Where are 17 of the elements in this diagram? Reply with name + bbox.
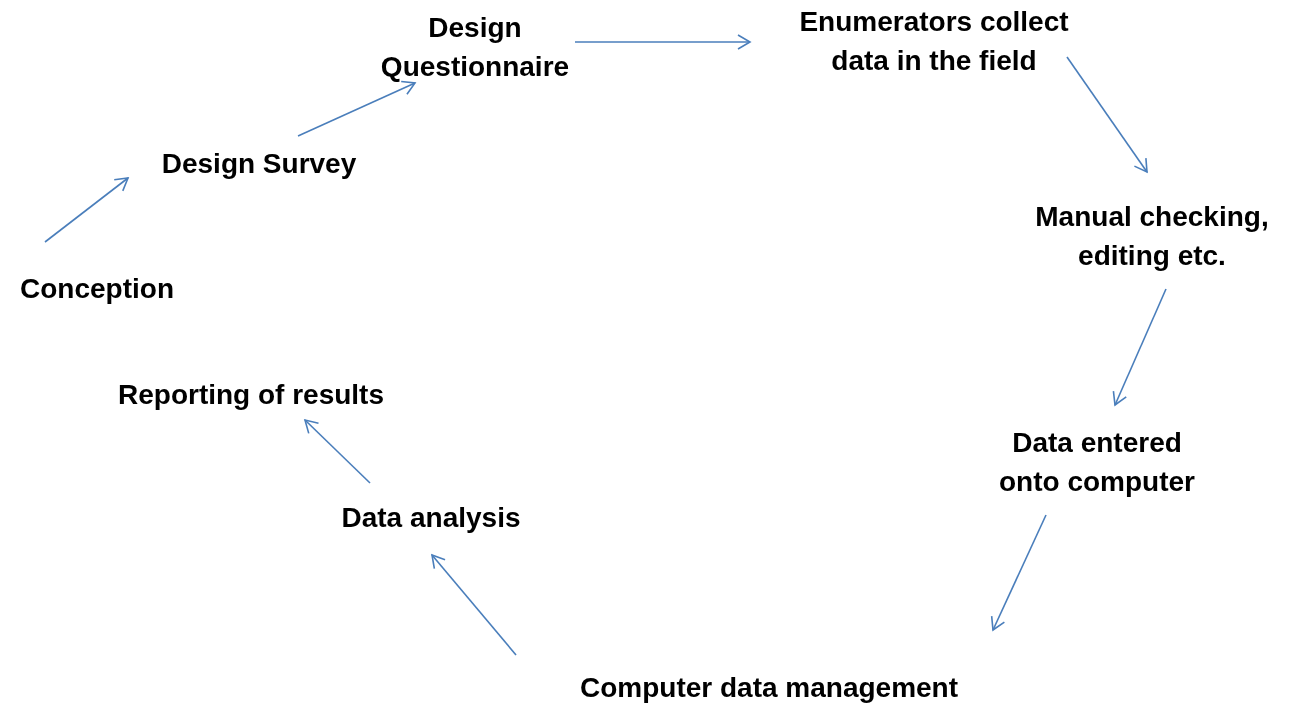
arrow [990,514,1047,631]
step-label: Computer data management [578,671,960,705]
step-label: Design Questionnaire [379,11,571,84]
arrow [431,554,517,656]
arrow [304,419,371,484]
step-label: Reporting of results [117,378,385,412]
step-label: Enumerators collect data in the field [798,5,1070,78]
step-label: Manual checking, editing etc. [1034,200,1270,273]
step-label: Data entered onto computer [998,426,1196,499]
arrow [574,34,751,50]
step-label: Conception [19,272,175,306]
step-label: Data analysis [340,501,522,535]
arrow [1112,288,1167,406]
arrow [297,80,416,137]
step-label: Design Survey [160,147,358,181]
arrow [1066,56,1148,173]
arrow [44,177,129,243]
